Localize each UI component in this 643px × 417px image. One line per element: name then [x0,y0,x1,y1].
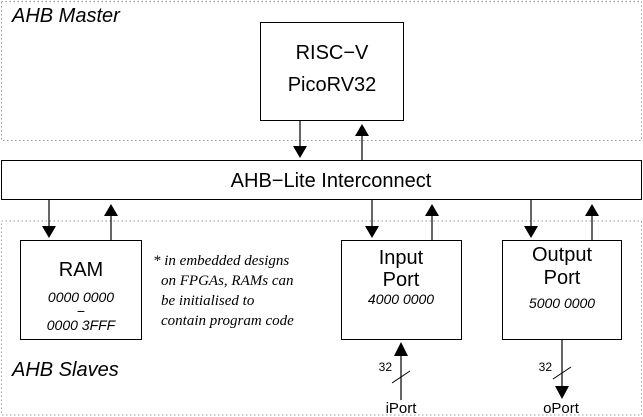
oport-bus-width: 32 [539,360,553,374]
interconnect-bar: AHB−Lite Interconnect [1,160,642,200]
slaves-region-label: AHB Slaves [11,359,119,381]
cpu-read-arrow [355,124,369,160]
ram-block: RAM 0000 0000 − 0000 3FFF [20,240,142,340]
output-port-title-line-2: Port [544,267,581,289]
master-region [1,1,642,141]
output-port-block: Output Port 5000 0000 [502,240,622,340]
cpu-block: RISC−V PicoRV32 [260,22,404,121]
ram-note: * in embedded designs on FPGAs, RAMs can… [153,253,294,329]
output-port-address: 5000 0000 [529,295,595,311]
cpu-title: RISC−V [296,42,369,64]
ram-write-arrow [42,200,56,238]
iport-bus: 32 iPort [379,342,418,417]
note-line-3: be initialised to [161,293,255,309]
note-line-2: on FPGAs, RAMs can [161,273,293,289]
oport-bus: 32 oPort [539,340,580,417]
master-region-label: AHB Master [11,5,121,27]
input-port-read-arrow [425,204,439,240]
ram-address-end: 0000 3FFF [47,317,117,333]
interconnect-label: AHB−Lite Interconnect [231,170,432,192]
output-port-read-arrow [585,204,599,240]
ram-address-separator: − [77,303,85,319]
ram-read-arrow [104,204,118,240]
cpu-write-arrow [293,120,307,158]
cpu-subtitle: PicoRV32 [288,74,377,96]
output-port-write-arrow [524,200,538,238]
slaves-region [1,220,642,416]
input-port-address: 4000 0000 [368,291,434,307]
note-line-4: contain program code [161,313,294,329]
input-port-title-line-1: Input [379,247,424,269]
ram-title: RAM [59,259,103,281]
note-line-1: * in embedded designs [153,253,289,269]
oport-label: oPort [543,400,580,417]
iport-label: iPort [386,400,418,417]
iport-bus-width: 32 [379,360,393,374]
input-port-write-arrow [365,200,379,238]
output-port-title-line-1: Output [532,244,592,266]
ram-address-start: 0000 0000 [48,289,114,305]
input-port-block: Input Port 4000 0000 [341,240,462,340]
input-port-title-line-2: Port [383,269,420,291]
